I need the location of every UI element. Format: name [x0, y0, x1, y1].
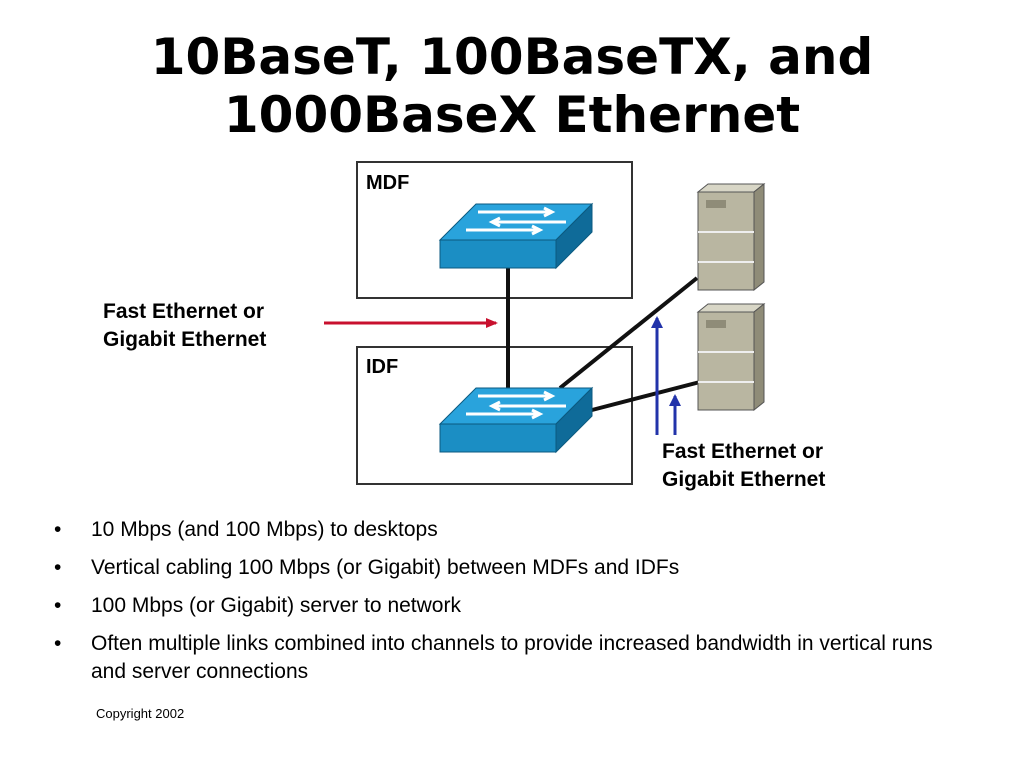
right-link-label: Fast Ethernet or Gigabit Ethernet: [662, 438, 825, 494]
right-link-label-line-1: Fast Ethernet or: [662, 440, 824, 463]
bullet-text: Vertical cabling 100 Mbps (or Gigabit) b…: [91, 556, 680, 579]
blue-arrow-short-head: [669, 394, 681, 406]
left-link-label-line-1: Fast Ethernet or: [103, 300, 265, 323]
right-link-label-line-2: Gigabit Ethernet: [662, 468, 826, 491]
title-line-1: 10BaseT, 100BaseTX, and: [150, 28, 874, 86]
bullet-symbol: •: [54, 518, 62, 541]
bullet-symbol: •: [54, 632, 62, 655]
bullet-text: 10 Mbps (and 100 Mbps) to desktops: [91, 518, 438, 541]
idf-label: IDF: [366, 356, 399, 378]
bullet-item: • 10 Mbps (and 100 Mbps) to desktops: [54, 516, 954, 544]
bullet-text: Often multiple links combined into chann…: [91, 632, 933, 683]
left-link-label: Fast Ethernet or Gigabit Ethernet: [103, 298, 266, 354]
mdf-label: MDF: [366, 172, 410, 194]
bullet-symbol: •: [54, 556, 62, 579]
idf-switch-icon: [438, 386, 594, 454]
slide-title: 10BaseT, 100BaseTX, and 1000BaseX Ethern…: [0, 28, 1024, 144]
left-link-label-line-2: Gigabit Ethernet: [103, 328, 267, 351]
bullet-item: • 100 Mbps (or Gigabit) server to network: [54, 592, 954, 620]
blue-arrow-tall-head: [651, 316, 663, 328]
server-cable-upper: [558, 276, 699, 390]
bullet-symbol: •: [54, 594, 62, 617]
server-cable-lower: [591, 380, 701, 412]
server-icon-upper: [696, 182, 766, 292]
bullet-item: • Vertical cabling 100 Mbps (or Gigabit) …: [54, 554, 954, 582]
title-line-2: 1000BaseX Ethernet: [223, 86, 801, 144]
bullet-list: • 10 Mbps (and 100 Mbps) to desktops • Ver…: [54, 516, 954, 696]
server-icon-lower: [696, 302, 766, 412]
mdf-switch-icon: [438, 202, 594, 270]
bullet-text: 100 Mbps (or Gigabit) server to network: [91, 594, 461, 617]
copyright-text: Copyright 2002: [96, 706, 185, 721]
bullet-item: • Often multiple links combined into chan…: [54, 630, 954, 686]
